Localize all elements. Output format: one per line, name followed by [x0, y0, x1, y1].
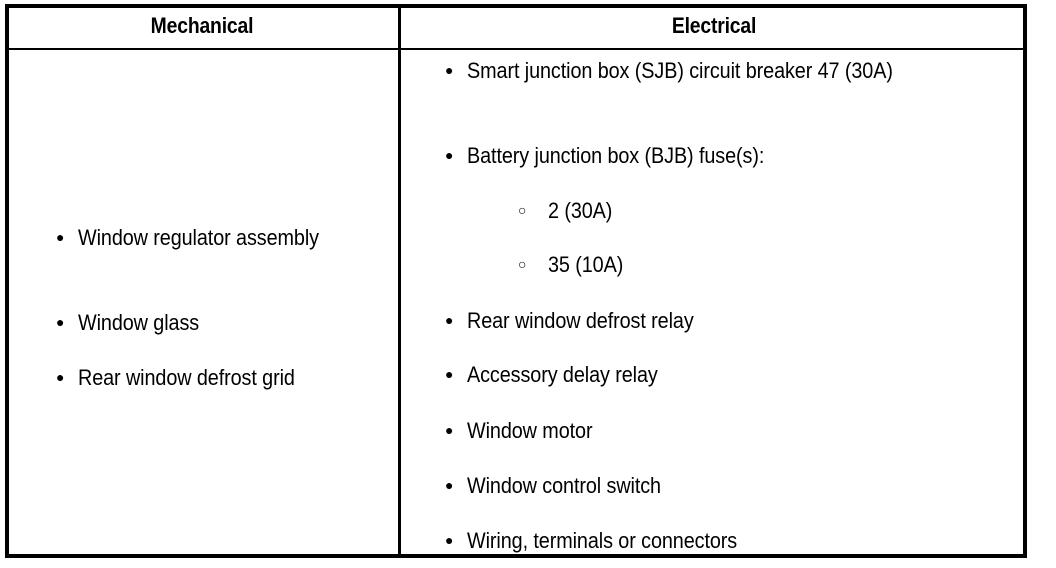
solid-bullet-icon	[56, 363, 78, 390]
solid-bullet-icon	[445, 416, 467, 443]
list-item-label: Smart junction box (SJB) circuit breaker…	[467, 58, 893, 83]
solid-bullet-icon	[56, 308, 78, 335]
solid-bullet-icon	[445, 526, 467, 553]
solid-bullet-icon	[445, 56, 467, 83]
sub-list-item: 2 (30A)	[518, 196, 1018, 226]
list-item: Window regulator assembly	[56, 223, 396, 253]
list-item-label: Accessory delay relay	[467, 362, 658, 387]
table-header-row: Mechanical Electrical	[5, 4, 1027, 48]
solid-bullet-icon	[445, 471, 467, 498]
list-item: Window glass	[56, 308, 396, 338]
list-item: Window control switch	[445, 471, 1020, 501]
column-divider	[398, 4, 401, 558]
column-electrical-body: Smart junction box (SJB) circuit breaker…	[401, 50, 1027, 554]
sub-list-item-label: 2 (30A)	[548, 198, 613, 223]
table-outer-border	[5, 4, 1027, 558]
sub-list-item: 35 (10A)	[518, 250, 1018, 280]
list-item-label: Rear window defrost relay	[467, 308, 694, 333]
header-row-divider	[5, 48, 1027, 50]
list-item-label: Window control switch	[467, 473, 661, 498]
list-item: Smart junction box (SJB) circuit breaker…	[445, 56, 1020, 86]
solid-bullet-icon	[445, 360, 467, 387]
column-header-mechanical: Mechanical	[150, 13, 254, 38]
list-item: Wiring, terminals or connectors	[445, 526, 1020, 556]
list-item-label: Window motor	[467, 418, 593, 443]
solid-bullet-icon	[445, 141, 467, 168]
column-header-electrical: Electrical	[671, 13, 757, 38]
list-item-label: Wiring, terminals or connectors	[467, 528, 738, 553]
list-item: Accessory delay relay	[445, 360, 1020, 390]
hollow-bullet-icon	[518, 196, 548, 223]
column-mechanical-body: Window regulator assembly Window glass R…	[5, 50, 398, 554]
list-item-label: Window glass	[78, 310, 200, 335]
list-item-label: Battery junction box (BJB) fuse(s):	[467, 143, 765, 168]
list-item: Rear window defrost grid	[56, 363, 396, 393]
list-item: Rear window defrost relay	[445, 306, 1020, 336]
list-item-label: Rear window defrost grid	[78, 365, 295, 390]
list-item-label: Window regulator assembly	[78, 225, 319, 250]
list-item: Window motor	[445, 416, 1020, 446]
sub-list-item-label: 35 (10A)	[548, 252, 624, 277]
list-item: Battery junction box (BJB) fuse(s):	[445, 141, 1020, 171]
solid-bullet-icon	[56, 223, 78, 250]
solid-bullet-icon	[445, 306, 467, 333]
hollow-bullet-icon	[518, 250, 548, 277]
